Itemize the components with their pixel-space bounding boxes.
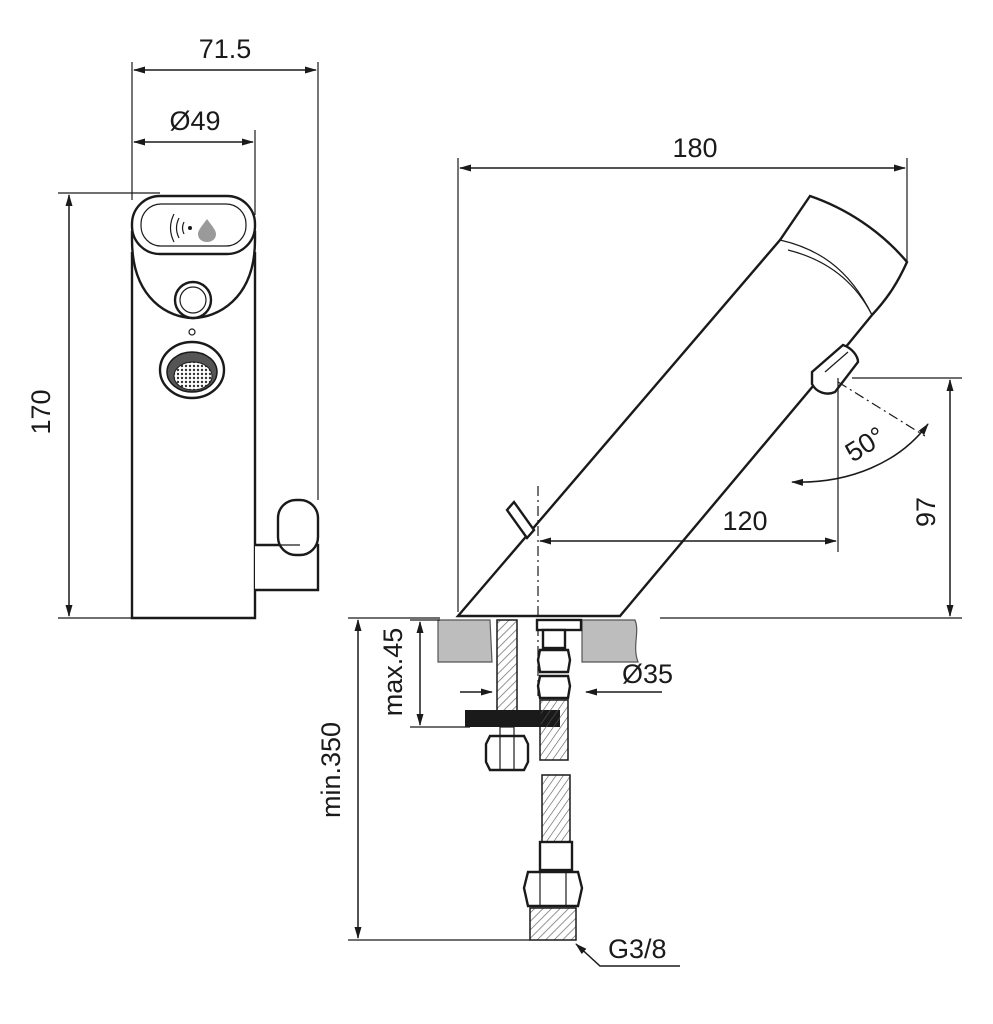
dim-label-spray-angle: 50° <box>840 421 891 468</box>
aerator-mesh <box>173 361 213 391</box>
angle-arc <box>791 423 929 486</box>
water-drop-icon <box>198 219 216 242</box>
countertop-right <box>581 619 639 663</box>
side-view: 180 120 97 50° <box>316 133 962 967</box>
cap-seam-2 <box>787 249 873 316</box>
hose-ferrule <box>538 840 574 872</box>
dim-label-spout-reach: 120 <box>722 506 767 536</box>
dim-label-mount-diameter: Ø35 <box>622 659 673 689</box>
dim-label-spray-height: 97 <box>911 497 941 527</box>
side-lever <box>505 500 536 540</box>
hose-hex-nut <box>522 870 584 908</box>
sensor-window <box>140 203 247 247</box>
dim-label-hose-length: min.350 <box>316 722 346 818</box>
spray-direction-line <box>837 381 926 437</box>
sensor-cap <box>130 194 257 256</box>
dim-label-front-diameter: Ø49 <box>169 106 220 136</box>
front-view: 71.5 Ø49 170 <box>26 34 320 620</box>
spray-outlet-detail <box>824 351 849 373</box>
hose-upper <box>539 699 569 761</box>
hose-fitting-hex-1 <box>536 648 572 674</box>
countertop-left <box>437 619 493 663</box>
mounting-nut <box>484 734 530 772</box>
mounting-plate <box>465 710 560 727</box>
rod-end <box>499 726 515 737</box>
hose-connector-top <box>535 618 583 632</box>
dim-label-side-length: 180 <box>672 133 717 163</box>
threaded-rod <box>496 619 518 717</box>
hose-fitting-upper <box>541 628 567 650</box>
hose-thread-end <box>529 907 577 941</box>
dim-label-thread-size: G3/8 <box>608 934 667 964</box>
dim-label-max-thickness: max.45 <box>378 628 408 717</box>
dim-label-front-width: 71.5 <box>199 34 252 64</box>
lever-handle <box>276 498 320 557</box>
sensor-wave-icon <box>169 213 192 243</box>
led-indicator <box>188 328 196 336</box>
hose-fitting-hex-2 <box>536 674 572 700</box>
leader-thread <box>575 943 680 967</box>
faucet-front-body <box>130 252 257 620</box>
dim-label-front-height: 170 <box>26 389 56 434</box>
faucet-side-body <box>455 194 909 618</box>
hose-lower <box>541 774 571 846</box>
spray-outlet <box>810 343 860 395</box>
front-button-inner <box>179 286 207 314</box>
